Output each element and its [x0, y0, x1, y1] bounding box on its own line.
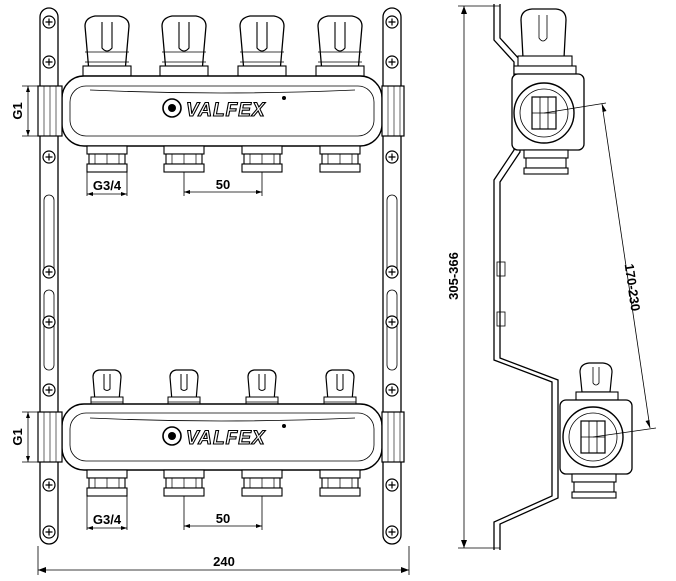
inlet-size-upper: G1 — [10, 102, 25, 119]
brand-label-lower: VALFEX — [186, 428, 266, 449]
outlet-size-upper: G3/4 — [93, 178, 122, 193]
dimension-height: 305-366 — [446, 5, 500, 549]
outlet-size-lower: G3/4 — [93, 512, 122, 527]
front-view: VALFEX VALFEX — [10, 7, 410, 575]
dimension-outlet-upper: G3/4 — [86, 172, 128, 196]
overall-height: 305-366 — [446, 252, 461, 300]
valfex-logo-upper: VALFEX — [162, 96, 286, 122]
inlet-size-lower: G1 — [10, 428, 25, 445]
valfex-logo-lower: VALFEX — [162, 424, 286, 450]
lower-manifold: VALFEX — [37, 369, 405, 497]
side-view: 305-366 — [446, 4, 657, 550]
dimension-inlet-upper: G1 — [10, 85, 40, 137]
lower-side-manifold — [559, 362, 633, 499]
dimension-inlet-lower: G1 — [10, 411, 40, 463]
pitch-upper: 50 — [216, 177, 230, 192]
dimension-outlet-lower: G3/4 — [86, 496, 128, 530]
dimension-width: 240 — [37, 546, 410, 575]
brand-label-upper: VALFEX — [186, 100, 266, 121]
dimension-axis-distance: 170-230 — [543, 102, 657, 438]
dimension-pitch-upper: 50 — [183, 172, 263, 196]
upper-side-manifold — [511, 8, 585, 175]
upper-manifold: VALFEX — [37, 15, 405, 173]
left-bracket — [39, 7, 59, 545]
right-bracket — [382, 7, 402, 545]
overall-width: 240 — [213, 554, 235, 569]
bracket-profile — [493, 4, 559, 550]
axis-distance: 170-230 — [622, 263, 643, 312]
pitch-lower: 50 — [216, 511, 230, 526]
dimension-pitch-lower: 50 — [183, 496, 263, 530]
